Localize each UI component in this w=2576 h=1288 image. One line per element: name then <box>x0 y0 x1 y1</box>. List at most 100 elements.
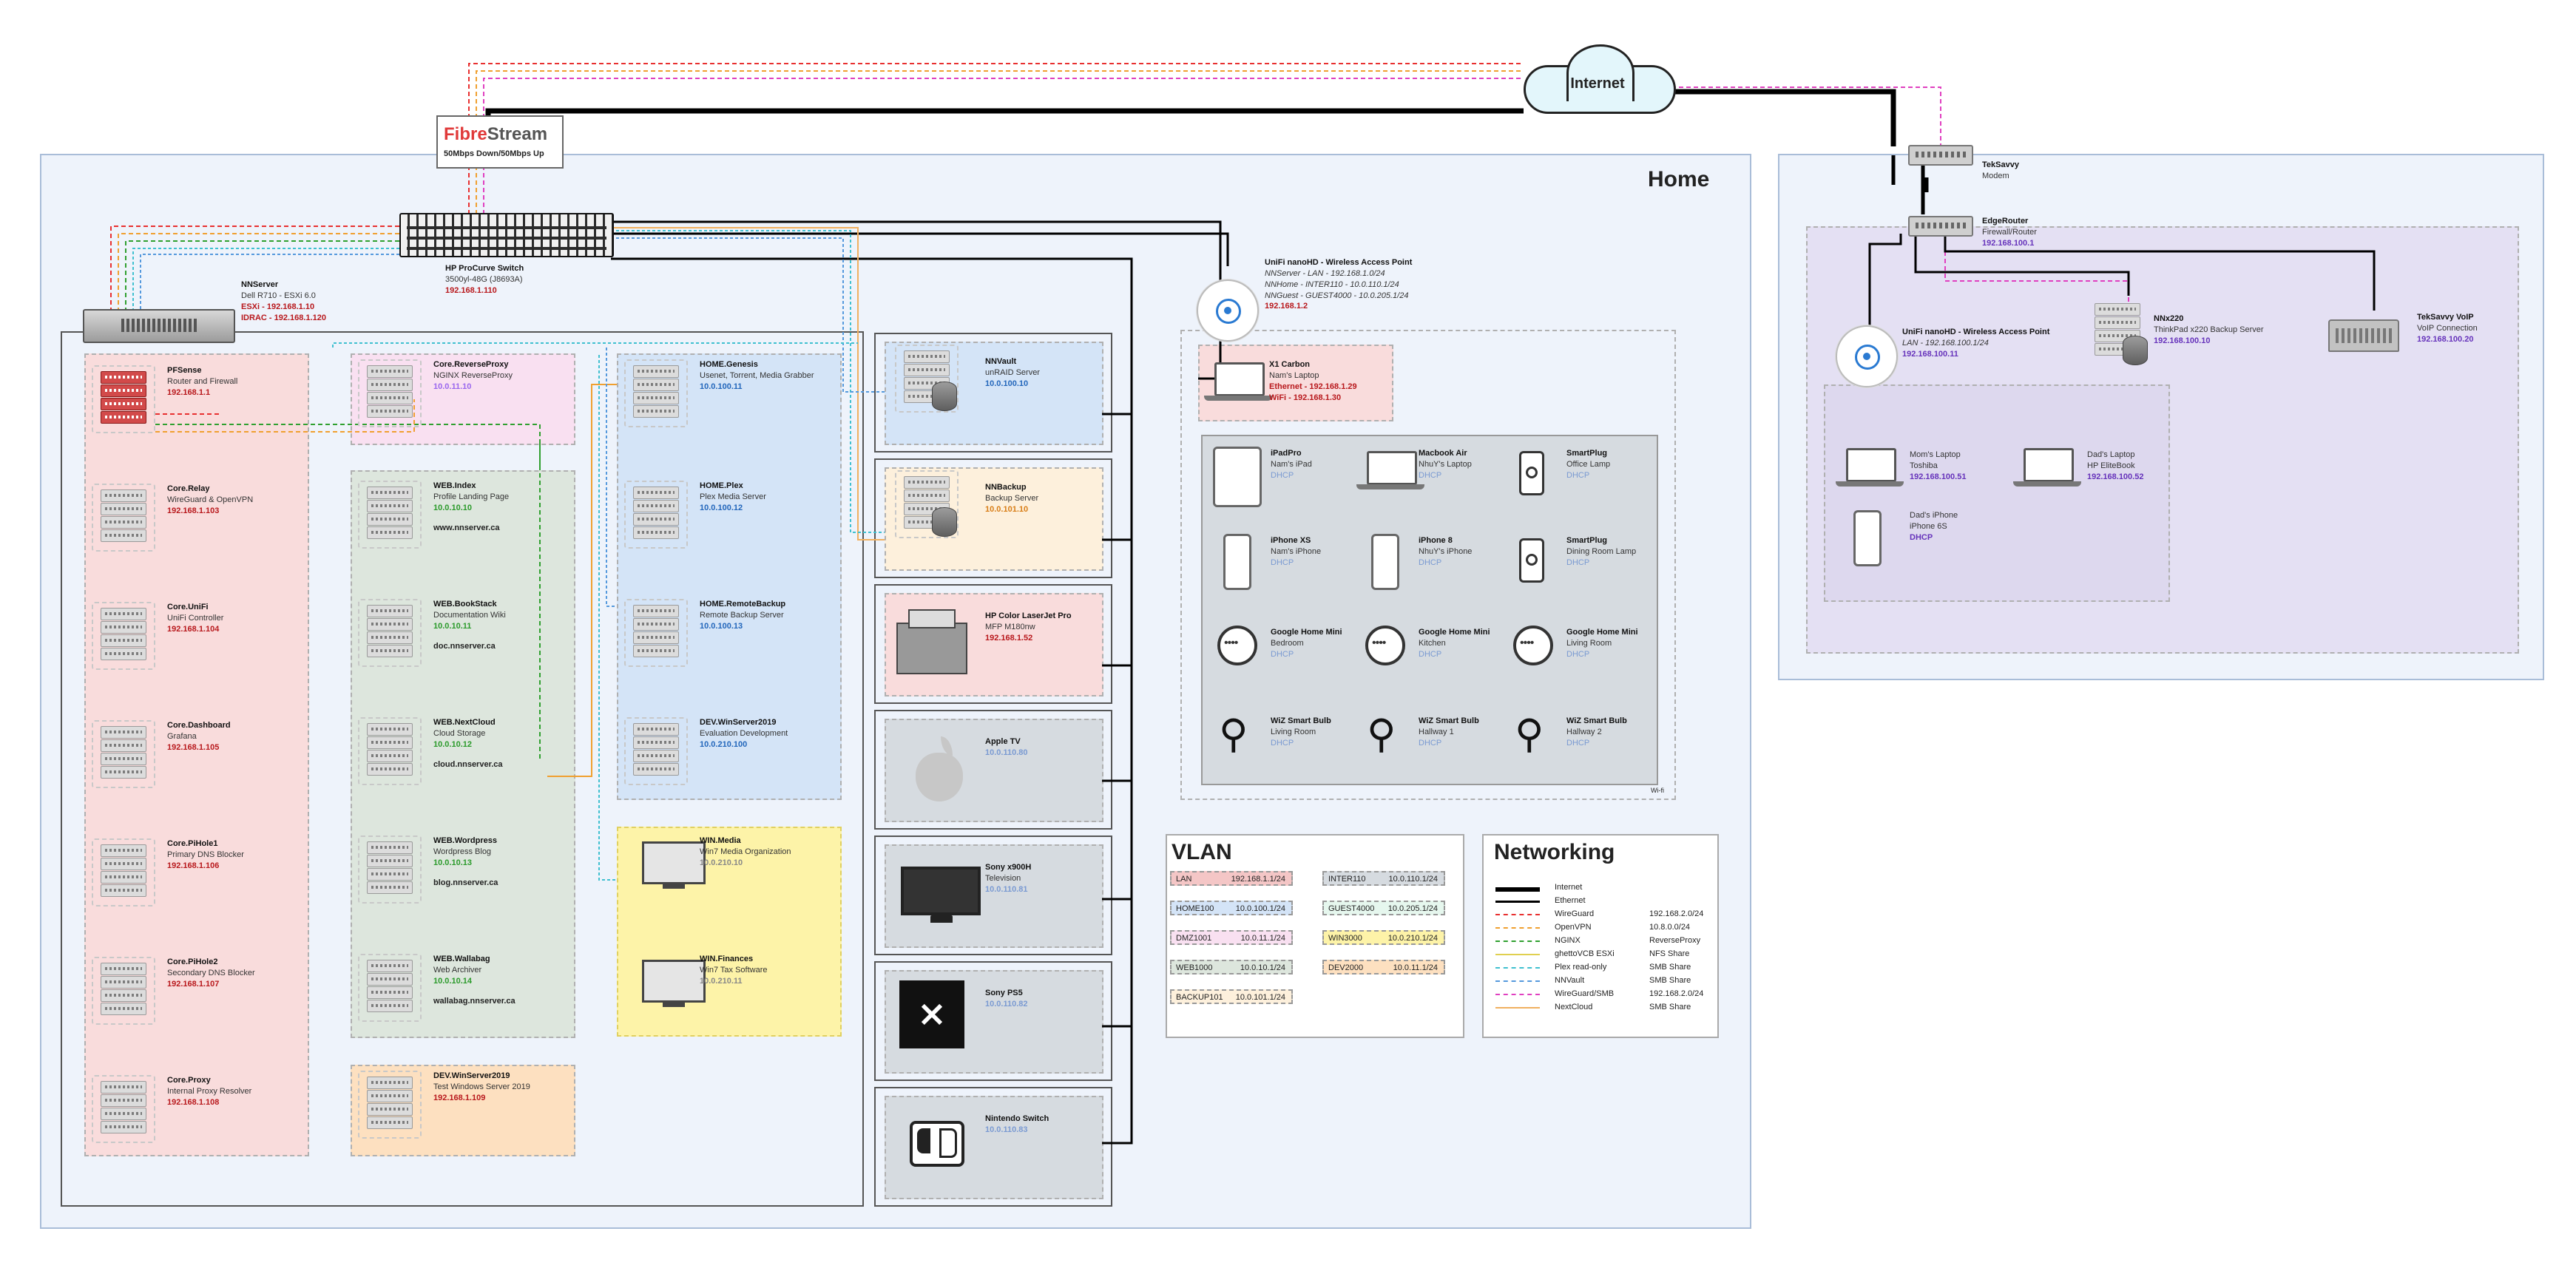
nintendo-switch-icon <box>910 1121 964 1167</box>
dads-desc: HP EliteBook <box>2087 461 2135 470</box>
server-unit <box>633 526 679 539</box>
item-ip: 192.168.1.1 <box>167 387 211 397</box>
server-unit <box>101 503 146 515</box>
router-desc: Firewall/Router <box>1982 227 2037 237</box>
modem-name: TekSavvy <box>1982 160 2019 169</box>
item-name: Core.Dashboard <box>167 721 231 730</box>
item-name: Core.UniFi <box>167 603 209 611</box>
nnserver-idrac: IDRAC - 192.168.1.120 <box>241 313 326 322</box>
isp-name-a: Fibre <box>444 124 487 144</box>
router-name: EdgeRouter <box>1982 217 2029 226</box>
server-unit <box>101 766 146 779</box>
smart-bulb-icon: ⚲ <box>1515 712 1544 756</box>
server-unit <box>367 513 413 526</box>
vlan-name: BACKUP101 <box>1176 993 1223 1002</box>
item-ip: 10.0.100.12 <box>700 503 743 512</box>
item-dns: www.nnserver.ca <box>433 523 500 532</box>
server-unit <box>904 476 950 489</box>
smartplug-icon <box>1519 451 1544 495</box>
item-desc: Living Room <box>1271 727 1316 736</box>
item-ip: 10.0.11.10 <box>433 382 472 391</box>
vlan-name: DMZ1001 <box>1176 934 1212 943</box>
x1-name: X1 Carbon <box>1269 360 1311 369</box>
item-name: NNVault <box>985 357 1017 366</box>
item-name: Nintendo Switch <box>985 1114 1049 1123</box>
item-ip: 10.0.10.10 <box>433 503 472 512</box>
vlan-name: DEV2000 <box>1328 963 1364 972</box>
server-unit <box>633 500 679 512</box>
item-desc: Bedroom <box>1271 638 1304 648</box>
line-sample <box>1495 940 1540 942</box>
item-name: WIN.Media <box>700 836 741 845</box>
apple-tv-icon <box>907 736 970 803</box>
dadphone-name: Dad's iPhone <box>1910 511 1958 520</box>
vlan-net: 10.0.100.1/24 <box>1235 904 1285 913</box>
item-desc: MFP M180nw <box>985 622 1035 631</box>
server-unit <box>101 1108 146 1120</box>
item-name: WiZ Smart Bulb <box>1566 716 1627 725</box>
item-dns: wallabag.nnserver.ca <box>433 996 515 1006</box>
server-unit <box>367 645 413 657</box>
isp-box: FibreStream 50Mbps Down/50Mbps Up <box>436 115 564 169</box>
item-ip: DHCP <box>1271 470 1294 480</box>
remote-ap-label: UniFi nanoHD - Wireless Access Point LAN… <box>1902 327 2049 360</box>
server-unit <box>367 1077 413 1089</box>
dadphone-ip: DHCP <box>1910 532 1933 542</box>
item-name: Macbook Air <box>1419 449 1467 458</box>
line-sample <box>1495 1007 1540 1009</box>
item-name: PFSense <box>167 366 202 375</box>
item-desc: Dining Room Lamp <box>1566 546 1637 556</box>
server-unit <box>367 405 413 418</box>
x1-label: X1 Carbon Nam's Laptop Ethernet - 192.16… <box>1269 359 1357 403</box>
item-desc: Secondary DNS Blocker <box>167 968 255 977</box>
server-unit <box>101 608 146 620</box>
item-ip: 192.168.1.106 <box>167 861 220 870</box>
networking-row: Ethernet <box>1495 896 1707 908</box>
vlan-net: 10.0.11.1/24 <box>1393 963 1438 972</box>
item-ip: DHCP <box>1271 649 1294 659</box>
server-unit <box>367 723 413 736</box>
remote-ap-lan: LAN - 192.168.100.1/24 <box>1902 338 1989 348</box>
item-name: WEB.BookStack <box>433 600 497 609</box>
item-desc: unRAID Server <box>985 367 1040 377</box>
home-ap-label: UniFi nanoHD - Wireless Access Point NNS… <box>1265 257 1412 312</box>
item-desc: Usenet, Torrent, Media Grabber <box>700 370 814 380</box>
iphone-icon <box>1223 534 1251 590</box>
server-unit <box>367 618 413 631</box>
line-name: WireGuard <box>1555 909 1595 918</box>
item-name: DEV.WinServer2019 <box>433 1071 510 1080</box>
isp-speed: 50Mbps Down/50Mbps Up <box>444 149 544 158</box>
dads-laptop-icon <box>2013 448 2081 491</box>
server-icon <box>624 599 688 667</box>
server-unit <box>633 513 679 526</box>
server-unit <box>367 500 413 512</box>
modem-label: TekSavvy Modem <box>1982 160 2019 182</box>
line-value: SMB Share <box>1649 1003 1691 1011</box>
remote-clients-zone <box>1824 384 2170 602</box>
server-unit <box>101 634 146 647</box>
nnserver-label: NNServer Dell R710 - ESXi 6.0 ESXi - 192… <box>241 279 326 323</box>
line-sample <box>1495 887 1540 892</box>
server-unit <box>367 392 413 404</box>
moms-ip: 192.168.100.51 <box>1910 472 1967 481</box>
disk-icon <box>932 507 957 537</box>
nnserver-rack-icon <box>83 309 235 343</box>
